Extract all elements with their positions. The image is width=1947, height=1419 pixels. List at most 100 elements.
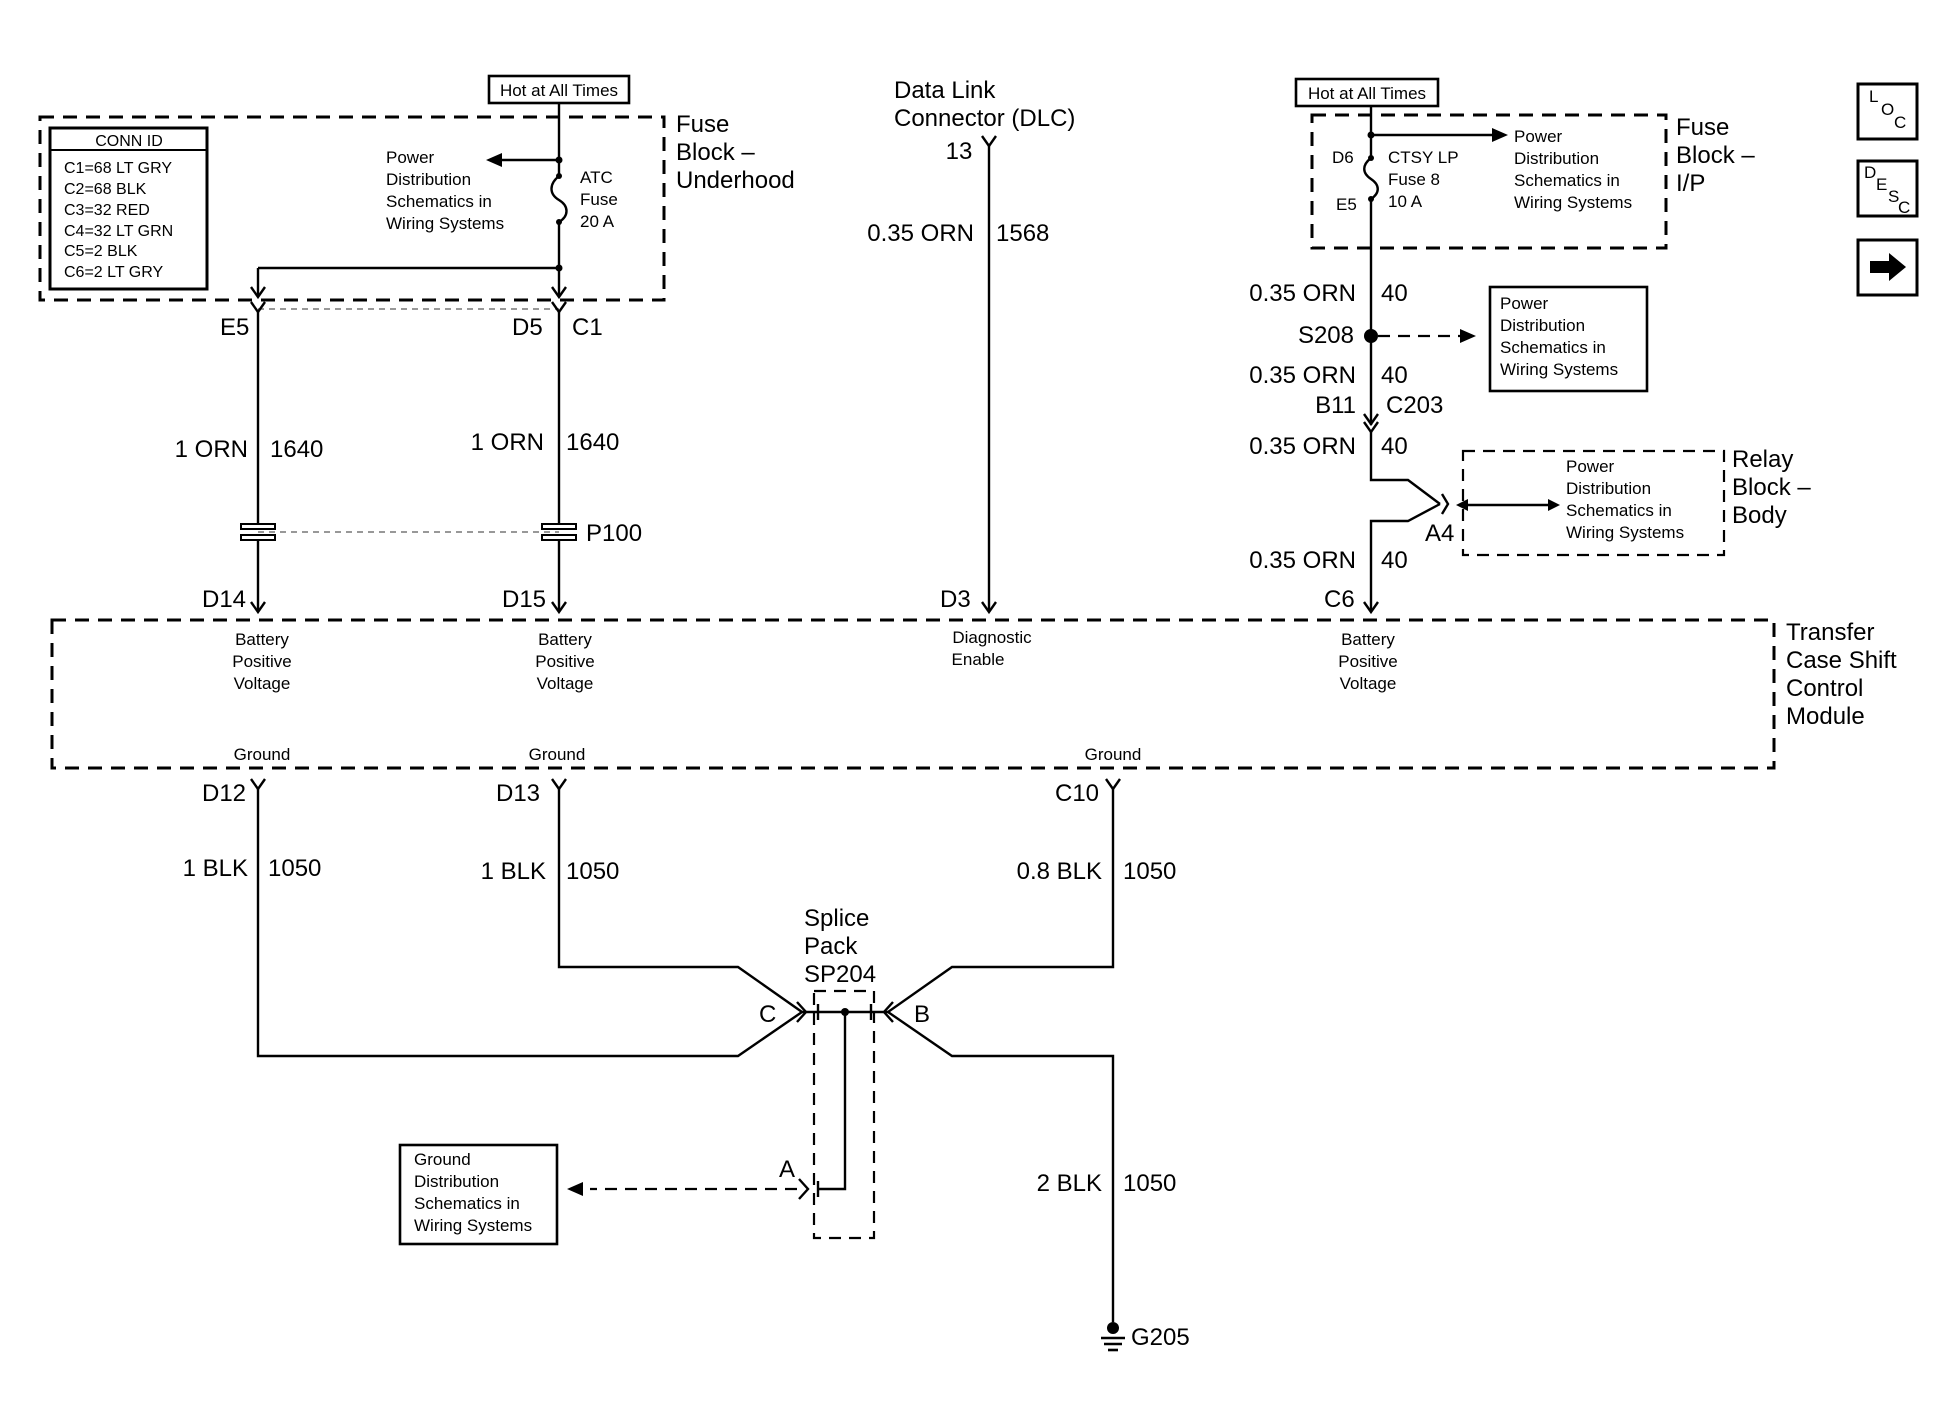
svg-text:40: 40 xyxy=(1381,547,1408,574)
svg-text:Distribution: Distribution xyxy=(386,170,471,189)
svg-text:Power: Power xyxy=(1514,127,1563,146)
svg-text:40: 40 xyxy=(1381,433,1408,460)
svg-text:G205: G205 xyxy=(1131,1324,1190,1351)
svg-text:C6: C6 xyxy=(1324,586,1355,613)
splice-pack-sp204-outline xyxy=(812,989,876,1240)
right-arrow-icon xyxy=(1870,253,1906,281)
svg-text:Distribution: Distribution xyxy=(1566,479,1651,498)
svg-text:C5=2 BLK: C5=2 BLK xyxy=(64,243,138,260)
svg-text:D15: D15 xyxy=(502,586,546,613)
svg-text:E5: E5 xyxy=(1336,195,1357,214)
wire-40-to-module: 0.35 ORN 40 C6 xyxy=(1249,547,1408,615)
wire-40-middle: 0.35 ORN 40 xyxy=(1249,362,1407,389)
left-feed-connector-pins: E5 D5 C1 xyxy=(220,301,603,341)
svg-text:Relay: Relay xyxy=(1732,446,1793,473)
wire-40-lower: 0.35 ORN 40 xyxy=(1249,433,1407,460)
splice-pack-internal: C B A xyxy=(567,1001,930,1200)
svg-text:C10: C10 xyxy=(1055,780,1099,807)
svg-text:Enable: Enable xyxy=(952,650,1005,669)
svg-text:Battery: Battery xyxy=(1341,630,1395,649)
svg-text:Ground: Ground xyxy=(1085,745,1142,764)
fuse-block-ip-label: Fuse Block – I/P xyxy=(1676,114,1755,197)
svg-text:S208: S208 xyxy=(1298,322,1354,349)
svg-text:Hot at All Times: Hot at All Times xyxy=(1308,84,1426,103)
relay-block-body-label: Relay Block – Body xyxy=(1732,446,1811,529)
diagnostic-enable-wire-1568: 0.35 ORN 1568 D3 xyxy=(867,135,1049,615)
svg-text:Wiring Systems: Wiring Systems xyxy=(1566,523,1684,542)
svg-text:1050: 1050 xyxy=(268,855,321,882)
g205-ground-symbol: G205 xyxy=(1101,1322,1190,1352)
transfer-case-module-label: Transfer Case Shift Control Module xyxy=(1786,619,1897,730)
svg-text:Block –: Block – xyxy=(1732,474,1811,501)
svg-text:Positive: Positive xyxy=(535,652,595,671)
fuse-block-underhood-outline xyxy=(38,115,666,302)
svg-text:20 A: 20 A xyxy=(580,212,615,231)
svg-text:Distribution: Distribution xyxy=(1500,316,1585,335)
svg-text:0.35 ORN: 0.35 ORN xyxy=(1249,547,1356,574)
svg-text:Pack: Pack xyxy=(804,933,858,960)
svg-text:Voltage: Voltage xyxy=(1340,674,1397,693)
svg-text:Transfer: Transfer xyxy=(1786,619,1874,646)
svg-text:A: A xyxy=(779,1156,795,1183)
svg-text:C: C xyxy=(1894,113,1906,132)
svg-text:Case Shift: Case Shift xyxy=(1786,647,1897,674)
svg-text:1640: 1640 xyxy=(270,436,323,463)
svg-text:0.35 ORN: 0.35 ORN xyxy=(867,220,974,247)
atc-fuse-20a-label: ATC Fuse 20 A xyxy=(580,168,618,231)
fuse-block-underhood-label: Fuse Block – Underhood xyxy=(676,111,795,194)
module-bpv-d14: Battery Positive Voltage xyxy=(232,630,292,693)
ground-pins: D12 D13 C10 xyxy=(202,778,1121,807)
svg-text:CONN ID: CONN ID xyxy=(95,133,163,150)
relay-power-distribution-ref: Power Distribution Schematics in Wiring … xyxy=(1566,457,1684,542)
svg-text:Schematics in: Schematics in xyxy=(414,1194,520,1213)
svg-text:1568: 1568 xyxy=(996,220,1049,247)
svg-text:Splice: Splice xyxy=(804,905,869,932)
svg-text:I/P: I/P xyxy=(1676,170,1705,197)
svg-text:Body: Body xyxy=(1732,502,1787,529)
svg-text:Power: Power xyxy=(1566,457,1615,476)
svg-text:0.8 BLK: 0.8 BLK xyxy=(1017,858,1102,885)
ground-wire-1050-d12: 1 BLK 1050 xyxy=(183,789,803,1058)
svg-text:E5: E5 xyxy=(220,314,249,341)
svg-text:Fuse 8: Fuse 8 xyxy=(1388,170,1440,189)
svg-text:Module: Module xyxy=(1786,703,1865,730)
desc-button[interactable]: D E S C xyxy=(1856,159,1919,218)
svg-text:1640: 1640 xyxy=(566,429,619,456)
svg-text:C: C xyxy=(759,1001,776,1028)
ip-power-distribution-ref: Power Distribution Schematics in Wiring … xyxy=(1514,127,1632,212)
svg-text:13: 13 xyxy=(946,138,973,165)
c203-connector: B11 C203 xyxy=(1315,392,1443,435)
svg-text:D14: D14 xyxy=(202,586,246,613)
svg-text:Wiring Systems: Wiring Systems xyxy=(386,214,504,233)
underhood-power-distribution-ref: Power Distribution Schematics in Wiring … xyxy=(386,148,504,233)
svg-text:2 BLK: 2 BLK xyxy=(1037,1170,1102,1197)
svg-text:0.35 ORN: 0.35 ORN xyxy=(1249,362,1356,389)
splice-pack-label: Splice Pack SP204 xyxy=(804,905,876,988)
svg-text:Diagnostic: Diagnostic xyxy=(952,628,1032,647)
s208-power-distribution-ref: Power Distribution Schematics in Wiring … xyxy=(1488,285,1649,393)
svg-text:Underhood: Underhood xyxy=(676,167,795,194)
svg-text:C4=32 LT GRN: C4=32 LT GRN xyxy=(64,223,173,240)
data-link-connector-label: Data Link Connector (DLC) 13 xyxy=(894,77,1075,165)
svg-text:1050: 1050 xyxy=(1123,1170,1176,1197)
next-page-button[interactable] xyxy=(1856,238,1919,297)
svg-text:C2=68 BLK: C2=68 BLK xyxy=(64,181,147,198)
svg-text:D6: D6 xyxy=(1332,148,1354,167)
svg-text:Data Link: Data Link xyxy=(894,77,996,104)
svg-text:Wiring Systems: Wiring Systems xyxy=(414,1216,532,1235)
svg-text:Schematics in: Schematics in xyxy=(1514,171,1620,190)
svg-text:1050: 1050 xyxy=(1123,858,1176,885)
svg-text:O: O xyxy=(1881,100,1894,119)
s208-splice: S208 xyxy=(1298,322,1476,349)
svg-text:Battery: Battery xyxy=(538,630,592,649)
svg-text:Distribution: Distribution xyxy=(414,1172,499,1191)
battery-feed-wire-1640-left: 1 ORN 1640 xyxy=(175,312,323,610)
svg-text:Wiring Systems: Wiring Systems xyxy=(1500,360,1618,379)
svg-text:B: B xyxy=(914,1001,930,1028)
svg-text:Schematics in: Schematics in xyxy=(386,192,492,211)
loc-button[interactable]: L O C xyxy=(1856,82,1919,141)
svg-text:1 ORN: 1 ORN xyxy=(175,436,248,463)
ip-fuse-circuit: D6 E5 CTSY LP Fuse 8 10 A xyxy=(1332,106,1508,425)
svg-text:0.35 ORN: 0.35 ORN xyxy=(1249,280,1356,307)
svg-text:1 BLK: 1 BLK xyxy=(183,855,248,882)
